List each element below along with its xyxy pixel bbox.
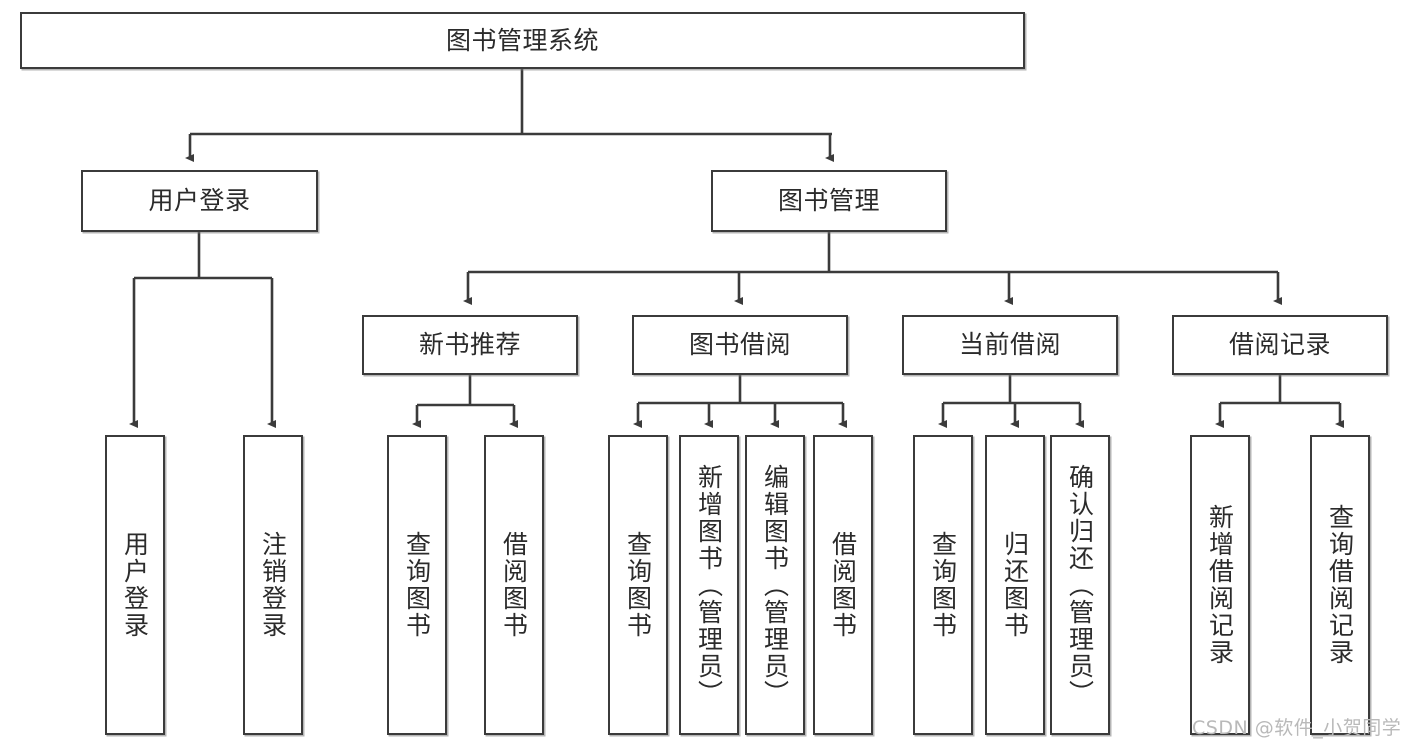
node-book-borrow[interactable]: 图书借阅	[632, 315, 848, 375]
leaf-user-login[interactable]: 用户登录	[105, 435, 165, 735]
leaf-query-book-current[interactable]: 查询图书	[913, 435, 973, 735]
node-new-book-recommend[interactable]: 新书推荐	[362, 315, 578, 375]
leaf-logout-label: 注销登录	[258, 531, 288, 639]
leaf-borrow-book-label: 借阅图书	[828, 531, 858, 639]
leaf-edit-book-admin-label: 编辑图书（管理员）	[760, 463, 790, 707]
edge-group-user-login	[129, 232, 276, 428]
leaf-user-login-label: 用户登录	[120, 531, 150, 639]
leaf-edit-book-admin[interactable]: 编辑图书（管理员）	[745, 435, 805, 735]
leaf-query-book-current-label: 查询图书	[928, 531, 958, 639]
node-book-management-label: 图书管理	[777, 186, 880, 215]
edge-group-new-book	[412, 375, 518, 428]
node-borrow-record-label: 借阅记录	[1228, 330, 1331, 359]
leaf-query-borrow-record-label: 查询借阅记录	[1325, 504, 1355, 666]
leaf-borrow-book-recommend[interactable]: 借阅图书	[484, 435, 544, 735]
leaf-query-book-borrow[interactable]: 查询图书	[608, 435, 668, 735]
leaf-add-book-admin[interactable]: 新增图书（管理员）	[679, 435, 739, 735]
leaf-confirm-return-admin-label: 确认归还（管理员）	[1065, 463, 1095, 707]
leaf-borrow-book[interactable]: 借阅图书	[813, 435, 873, 735]
node-borrow-record[interactable]: 借阅记录	[1172, 315, 1388, 375]
watermark-text: CSDN @软件_小贺同学	[1192, 717, 1402, 739]
node-book-borrow-label: 图书借阅	[688, 330, 791, 359]
edge-group-current	[938, 375, 1084, 428]
leaf-return-book[interactable]: 归还图书	[985, 435, 1045, 735]
leaf-query-book-recommend-label: 查询图书	[402, 531, 432, 639]
edge-group-book-mgmt	[463, 232, 1282, 305]
node-current-borrow[interactable]: 当前借阅	[902, 315, 1118, 375]
leaf-return-book-label: 归还图书	[1000, 531, 1030, 639]
node-user-login-label: 用户登录	[148, 186, 251, 215]
node-current-borrow-label: 当前借阅	[958, 330, 1061, 359]
edge-group-root	[185, 69, 834, 162]
edge-group-record	[1215, 375, 1344, 428]
node-root-label: 图书管理系统	[445, 25, 599, 55]
leaf-add-book-admin-label: 新增图书（管理员）	[694, 463, 724, 707]
leaf-add-borrow-record[interactable]: 新增借阅记录	[1190, 435, 1250, 735]
leaf-query-book-borrow-label: 查询图书	[623, 531, 653, 639]
node-user-login[interactable]: 用户登录	[81, 170, 318, 232]
node-book-management[interactable]: 图书管理	[711, 170, 947, 232]
leaf-query-borrow-record[interactable]: 查询借阅记录	[1310, 435, 1370, 735]
leaf-confirm-return-admin[interactable]: 确认归还（管理员）	[1050, 435, 1110, 735]
leaf-query-book-recommend[interactable]: 查询图书	[387, 435, 447, 735]
node-root[interactable]: 图书管理系统	[20, 12, 1025, 69]
leaf-add-borrow-record-label: 新增借阅记录	[1205, 504, 1235, 666]
edge-group-borrow	[633, 375, 847, 428]
leaf-logout[interactable]: 注销登录	[243, 435, 303, 735]
leaf-borrow-book-recommend-label: 借阅图书	[499, 531, 529, 639]
node-new-book-recommend-label: 新书推荐	[418, 330, 521, 359]
